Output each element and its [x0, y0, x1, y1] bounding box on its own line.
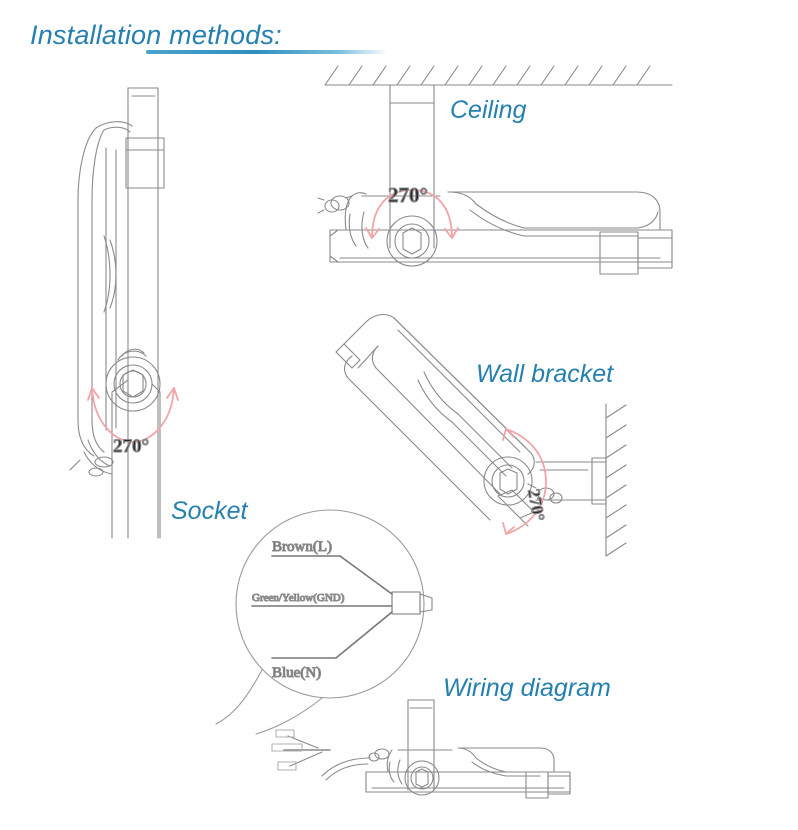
rotation-arc-ceiling [365, 189, 459, 239]
label-ceiling: Ceiling [450, 96, 527, 124]
rotation-arc-wall [502, 428, 547, 535]
label-socket: Socket [171, 497, 248, 525]
wall-bracket-diagram [335, 313, 627, 557]
ceiling-surface [324, 65, 673, 86]
wire-label-earth: Green/Yellow(GND) [252, 592, 345, 604]
wall-surface [605, 403, 627, 557]
page-title: Installation methods: [30, 20, 282, 50]
label-wall-bracket: Wall bracket [476, 360, 614, 388]
wire-label-neutral: Blue(N) [272, 665, 321, 681]
ceiling-mount-diagram [317, 65, 673, 275]
ceiling-pivot-hub [386, 215, 438, 267]
title-underline [146, 50, 388, 54]
ceiling-angle-label: 270° [388, 183, 428, 207]
wiring-diagram-lamp [271, 699, 571, 799]
pole [111, 87, 165, 539]
ceiling-pole [389, 84, 435, 249]
label-wiring-diagram: Wiring diagram [443, 674, 611, 702]
pivot-hub [105, 348, 161, 412]
pole-mount-diagram [69, 87, 165, 539]
wall-pivot-hub [483, 456, 533, 506]
socket-detail-callout [215, 509, 433, 735]
rotation-arc-pole [87, 387, 179, 443]
floodlight-side-view [317, 191, 673, 275]
floodlight-edge-view [69, 121, 133, 477]
pole-angle-label: 270° [113, 436, 149, 457]
wire-label-live: Brown(L) [272, 539, 332, 555]
